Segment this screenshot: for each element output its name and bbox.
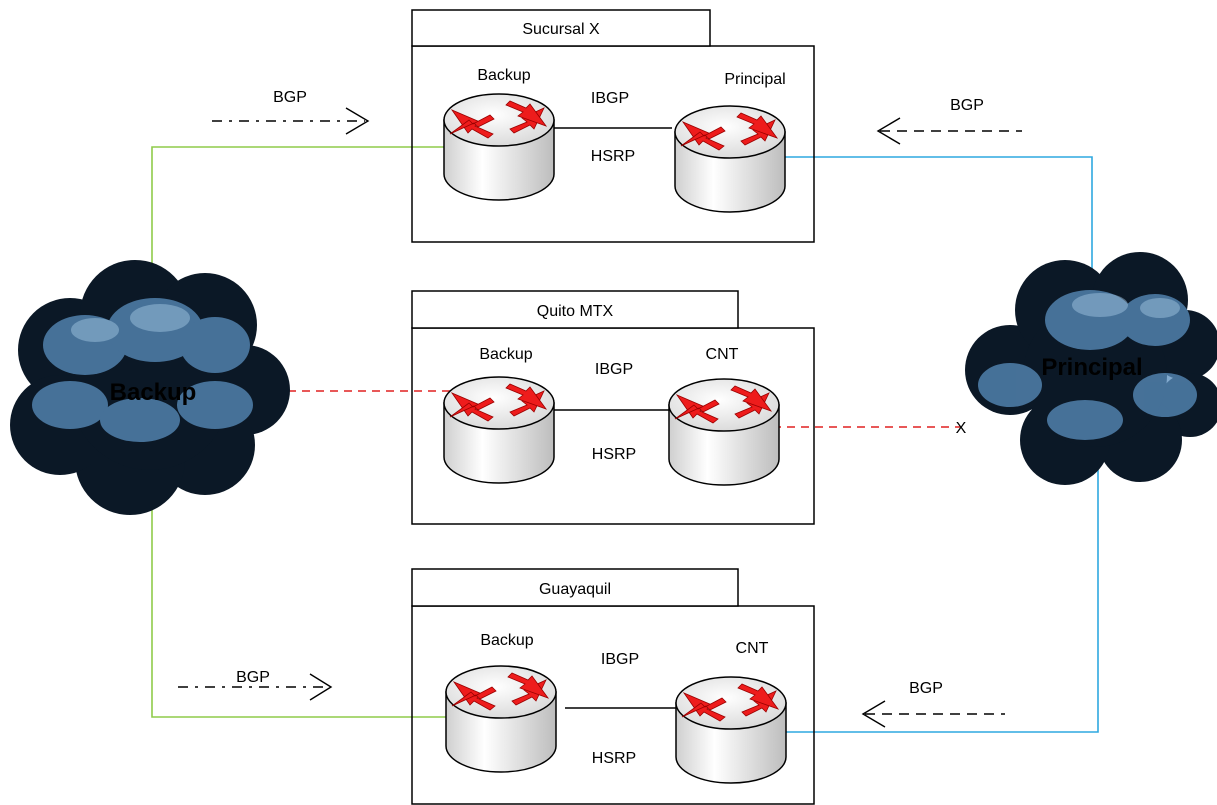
principal-link-sucursal — [731, 156, 1093, 280]
failure-mark: X — [956, 420, 967, 437]
bgp-label: BGP — [950, 97, 984, 114]
right-router-label: CNT — [736, 640, 769, 657]
cloud-icon — [965, 252, 1217, 485]
backup-link-sucursal — [151, 146, 470, 300]
cloud-label: Backup — [110, 379, 197, 406]
open-arrow-icon — [309, 673, 333, 701]
protocol-top-label: IBGP — [601, 651, 639, 668]
open-arrow-icon — [861, 700, 886, 728]
left-router-label: Backup — [477, 67, 530, 84]
cloud-icon — [10, 260, 290, 515]
principal-link-guayaquil — [731, 460, 1099, 733]
cloud-label: Principal — [1041, 354, 1142, 381]
site-title: Quito MTX — [537, 303, 614, 320]
right-router-label: CNT — [706, 346, 739, 363]
site-title: Sucursal X — [522, 21, 600, 38]
open-arrow-icon — [345, 107, 370, 135]
backup-link-guayaquil — [151, 490, 470, 718]
protocol-bottom-label: HSRP — [592, 446, 636, 463]
protocol-top-label: IBGP — [591, 90, 629, 107]
backup-cloud: Backup — [10, 260, 290, 515]
site-title-box — [411, 290, 739, 329]
bgp-label: BGP — [236, 669, 270, 686]
left-router-label: Backup — [480, 632, 533, 649]
router-icon — [675, 676, 787, 784]
site-title-box — [411, 568, 739, 607]
open-arrow-icon — [876, 117, 901, 145]
router-icon — [674, 105, 786, 213]
site-guayaquil: Guayaquil Backup CNT IBGP HSRP — [411, 568, 815, 805]
principal-cloud: Principal — [965, 252, 1217, 485]
bgp-label: BGP — [909, 680, 943, 697]
site-title: Guayaquil — [539, 581, 611, 598]
router-icon — [443, 376, 555, 484]
bgp-annotation-top-left: BGP — [212, 89, 370, 135]
bgp-annotation-top-right: BGP — [876, 97, 1022, 145]
left-router-label: Backup — [479, 346, 532, 363]
router-icon — [443, 93, 555, 201]
router-icon — [445, 665, 557, 773]
site-quito-mtx: Quito MTX Backup CNT IBGP HSRP — [411, 290, 815, 525]
right-router-label: Principal — [724, 71, 785, 88]
site-title-box — [411, 9, 711, 47]
bgp-annotation-bottom-left: BGP — [178, 669, 333, 701]
bgp-label: BGP — [273, 89, 307, 106]
protocol-bottom-label: HSRP — [591, 148, 635, 165]
bgp-annotation-bottom-right: BGP — [861, 680, 1005, 728]
protocol-bottom-label: HSRP — [592, 750, 636, 767]
protocol-top-label: IBGP — [595, 361, 633, 378]
router-icon — [668, 378, 780, 486]
site-sucursal-x: Sucursal X Backup Principal IBGP HSRP — [411, 9, 815, 243]
